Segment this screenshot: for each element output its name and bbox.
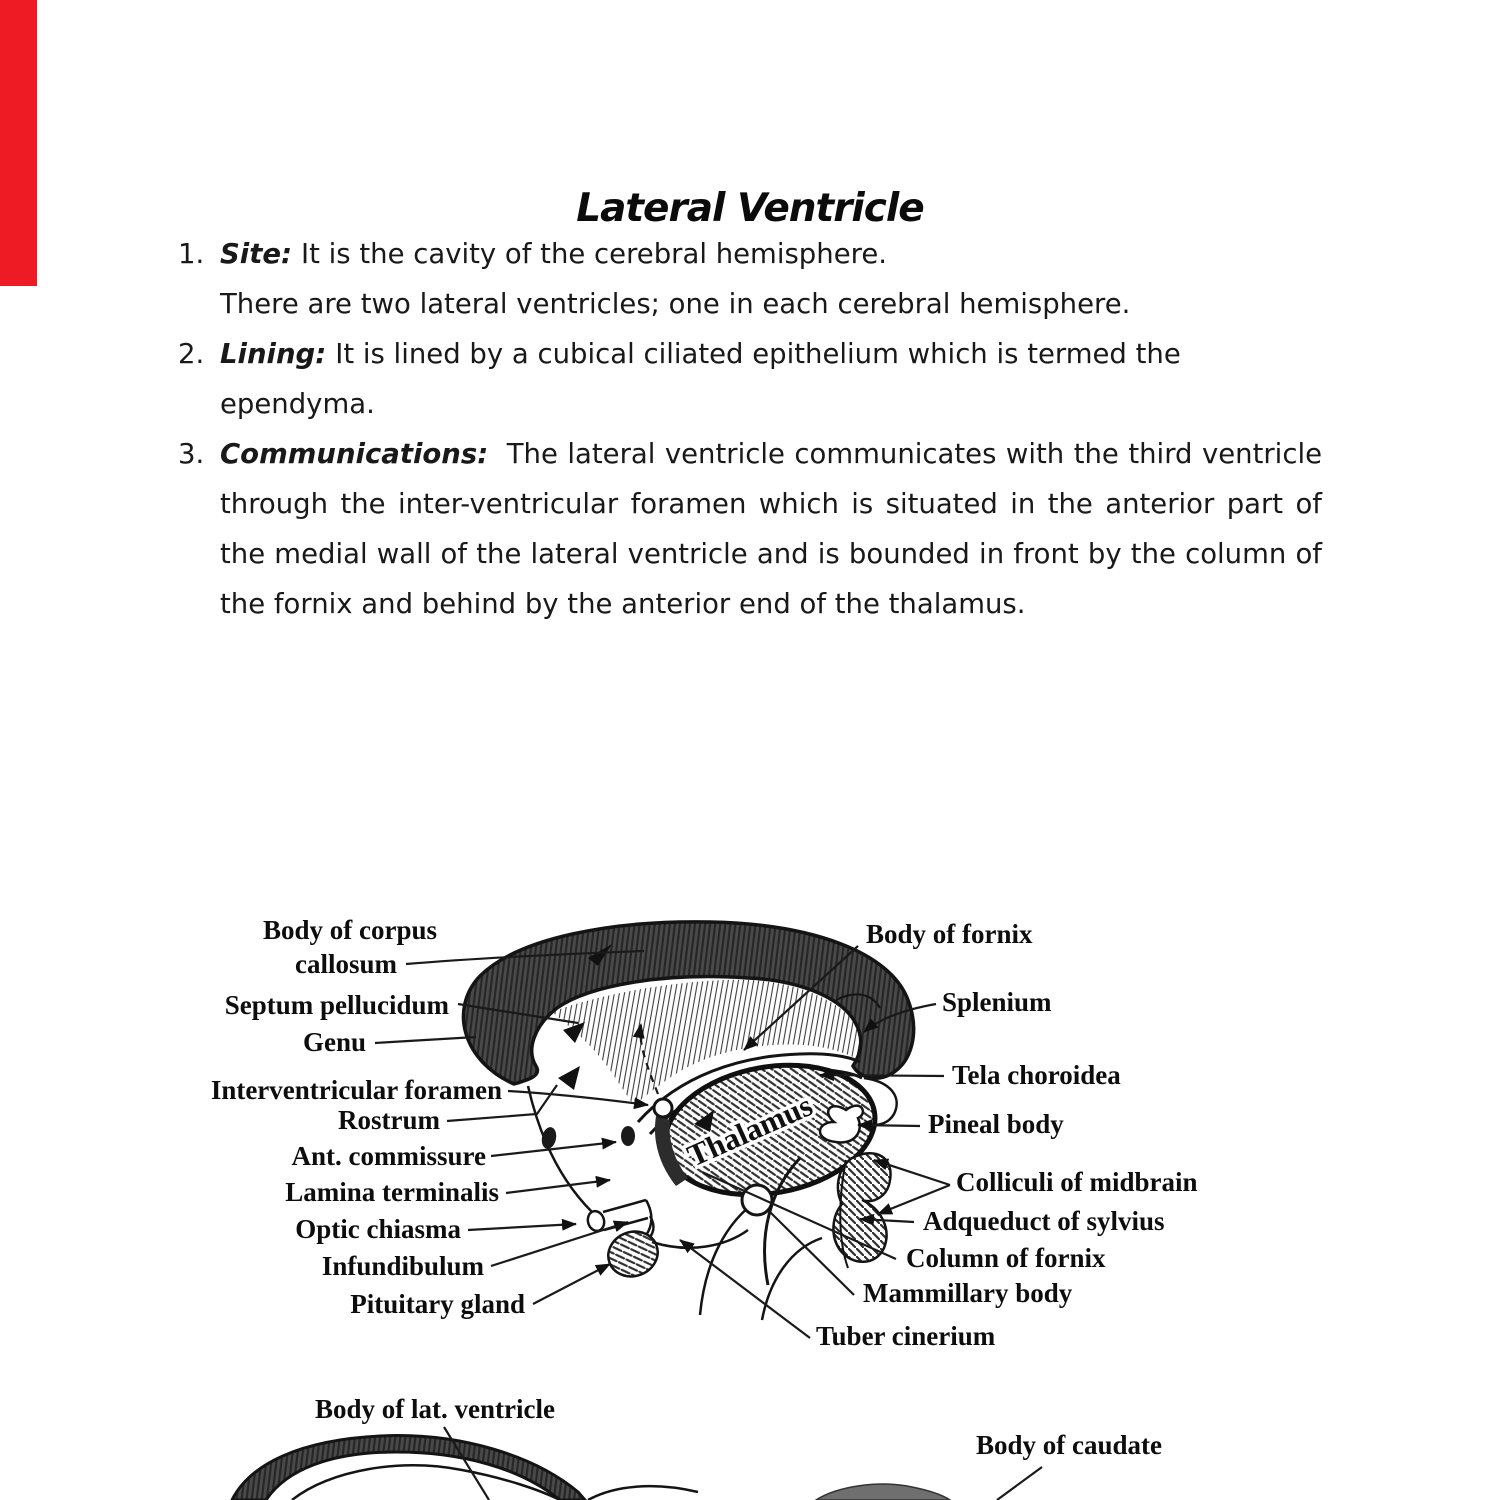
list-item-site: 1. Site:It is the cavity of the cerebral…: [178, 229, 1324, 329]
midbrain-front-curve: [763, 1156, 802, 1286]
figure1-label-body-of-corpus: Body of corpus: [263, 915, 437, 945]
leader-body-lat-ventricle: [443, 1426, 490, 1500]
leader-opticchiasma: [467, 1218, 577, 1232]
site-label: Site:: [220, 238, 293, 270]
leader-aqueduct: [859, 1213, 915, 1226]
communications-label: Communications:: [220, 438, 489, 470]
lining-label: Lining:: [220, 338, 327, 370]
lining-line: Lining:It is lined by a cubical ciliated…: [220, 329, 1322, 429]
leader-splenium: [863, 1002, 937, 1033]
leader-lamina: [505, 1175, 611, 1195]
splenium-curl: [835, 993, 881, 1009]
figure1-label-adqueduct-of-sylvius: Adqueduct of sylvius: [923, 1206, 1165, 1236]
figure1-label-optic-chiasma: Optic chiasma: [295, 1214, 461, 1244]
figure1-label-interventricular-foramen: Interventricular foramen: [211, 1075, 502, 1105]
site-text2: There are two lateral ventricles; one in…: [220, 288, 1131, 320]
figure1-label-lamina-terminalis: Lamina terminalis: [285, 1177, 499, 1207]
leader-antcommissure: [490, 1137, 617, 1158]
communications-paragraph: Communications: The lateral ventricle co…: [220, 429, 1322, 629]
lining-text: It is lined by a cubical ciliated epithe…: [220, 338, 1181, 420]
leader-infundibulum: [490, 1220, 629, 1268]
list-number: 1.: [178, 238, 205, 270]
leader-colliculi-b: [877, 1183, 951, 1216]
leader-septum: [457, 1002, 579, 1025]
figure2-lateral-ventricle-top: Body of lat. ventricle Body of caudate: [230, 1394, 1162, 1500]
list-number: 2.: [178, 338, 205, 370]
anatomy-figures: Thalamus: [211, 915, 1198, 1500]
csf-dashed-arrow: [632, 1023, 660, 1095]
fornix-upper-edge: [636, 1052, 861, 1124]
leader-genu: [374, 1035, 477, 1045]
figure1-label-rostrum: Rostrum: [338, 1105, 440, 1135]
arrowhead-thalamus: [694, 1110, 714, 1132]
optic-chiasma-tube: [602, 1198, 649, 1232]
leader-tela: [819, 1069, 945, 1082]
leader-callosum: [405, 949, 645, 966]
list-number: 3.: [178, 438, 205, 470]
arrowhead-cc-top: [588, 944, 612, 966]
colliculi-shape: [832, 1152, 892, 1263]
figure1-label-callosum: callosum: [295, 949, 398, 979]
leader-pineal: [857, 1119, 921, 1132]
aqueduct-channel: [839, 1159, 849, 1269]
figure2-inner-arc: [291, 1464, 561, 1500]
commissure-dot-2: [621, 1126, 635, 1146]
leader-tuber: [679, 1239, 811, 1339]
red-edge-marker: [0, 0, 37, 286]
list-item-communications: 3. Communications: The lateral ventricle…: [178, 429, 1324, 629]
leader-rostrum: [446, 1084, 558, 1123]
figure1-label-pituitary-gland: Pituitary gland: [350, 1289, 525, 1319]
figure1-sagittal-brain: Thalamus: [211, 915, 1198, 1351]
pituitary-gland-shape: [607, 1230, 659, 1278]
figure1-label-tuber-cinerium: Tuber cinerium: [816, 1321, 996, 1351]
leader-body-caudate: [996, 1466, 1043, 1500]
arrowhead-fan: [563, 1022, 585, 1043]
list-item-lining: 2. Lining:It is lined by a cubical cilia…: [178, 329, 1324, 429]
site-text: It is the cavity of the cerebral hemisph…: [301, 238, 887, 270]
lamina-terminalis-wall: [526, 1085, 593, 1213]
leader-mammillary: [769, 1211, 855, 1296]
figure2-right-arc: [587, 1484, 699, 1500]
figure1-label-ant-commissure: Ant. commissure: [292, 1141, 487, 1171]
page-title: Lateral Ventricle: [576, 186, 925, 231]
figure2-label-body-of-caudate: Body of caudate: [976, 1430, 1162, 1460]
interventricular-foramen-shape: [652, 1097, 674, 1119]
septum-pellucidum-fan: [552, 979, 862, 1106]
figure1-label-tela-choroidea: Tela choroidea: [952, 1060, 1121, 1090]
figure2-label-body-of-lat-ventricle: Body of lat. ventricle: [315, 1394, 555, 1424]
mammillary-body-shape: [740, 1183, 774, 1217]
leader-pituitary: [532, 1263, 611, 1305]
figure1-label-genu: Genu: [303, 1027, 366, 1057]
figure1-label-body-of-fornix: Body of fornix: [866, 919, 1033, 949]
hypothalamic-floor: [651, 1228, 749, 1249]
anterior-commissure-dot: [541, 1127, 557, 1149]
figure2-caudate-arc: [814, 1483, 952, 1500]
leader-columnfornix: [701, 1170, 897, 1261]
content-list: 1. Site:It is the cavity of the cerebral…: [178, 229, 1324, 629]
leader-bodyfornix: [743, 945, 859, 1051]
site-line: Site:It is the cavity of the cerebral he…: [220, 229, 1322, 279]
pons-curve-1: [698, 1198, 759, 1316]
figure1-label-mammillary-body: Mammillary body: [863, 1278, 1073, 1308]
figure1-label-infundibulum: Infundibulum: [322, 1251, 485, 1281]
pons-curve-2: [760, 1236, 823, 1321]
figure1-label-septum-pellucidum: Septum pellucidum: [225, 990, 450, 1020]
leader-colliculi-a: [873, 1158, 951, 1187]
figure1-label-splenium: Splenium: [942, 987, 1052, 1017]
pineal-body-shape: [818, 1104, 865, 1144]
figure1-label-colliculi-of-midbrain: Colliculi of midbrain: [956, 1167, 1198, 1197]
figure2-crescent: [230, 1434, 587, 1500]
leader-ivforamen: [507, 1089, 649, 1110]
column-of-fornix-shape: [654, 1116, 688, 1186]
figure1-label-column-of-fornix: Column of fornix: [906, 1243, 1106, 1273]
corpus-callosum-shape: [461, 920, 916, 1086]
arrowhead-genu: [558, 1066, 580, 1090]
figure1-label-pineal-body: Pineal body: [928, 1109, 1064, 1139]
communications-text: The lateral ventricle communicates with …: [220, 438, 1322, 620]
